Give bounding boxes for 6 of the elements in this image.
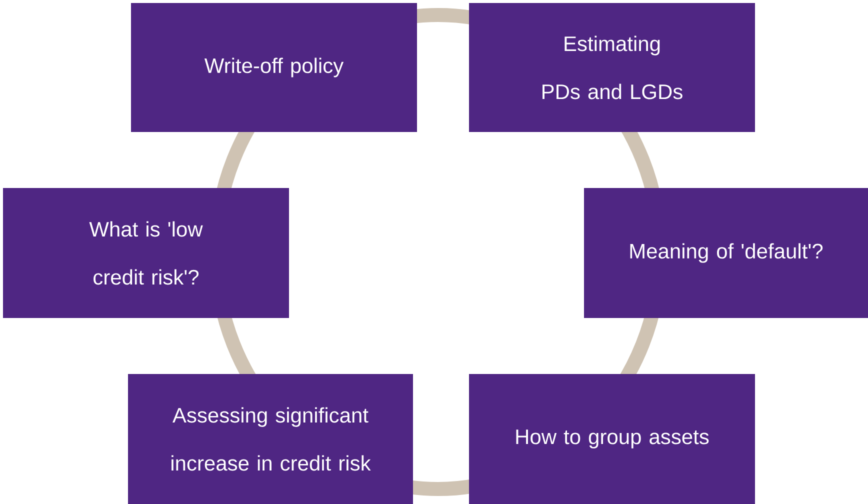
text-box: Write-off policy xyxy=(131,3,417,132)
text-box: Meaning of 'default'? xyxy=(584,188,868,318)
text-box: How to group assets xyxy=(469,374,755,504)
text-box: Estimating PDs and LGDs xyxy=(469,3,755,132)
text-box: Assessing significant increase in credit risk xyxy=(128,374,413,504)
text-box: What is 'low credit risk'? xyxy=(3,188,289,318)
